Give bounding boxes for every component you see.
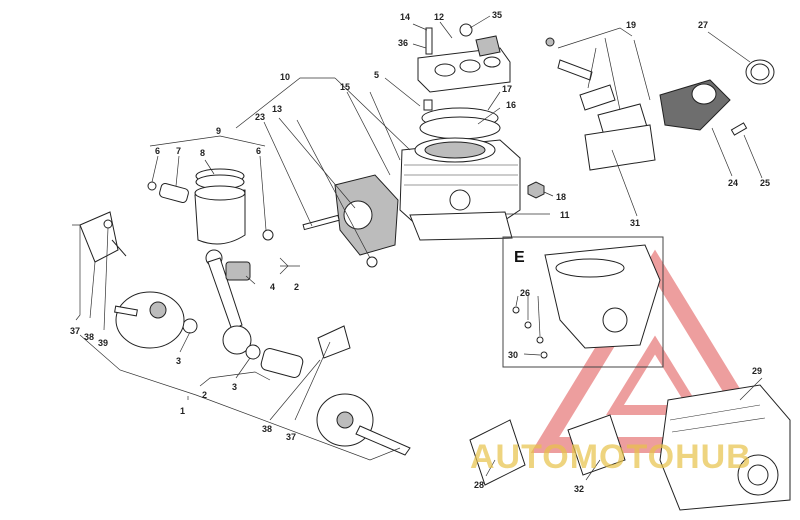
inset-letter: E xyxy=(514,249,525,266)
callout-6b: 6 xyxy=(256,146,261,156)
piston-group xyxy=(147,168,274,245)
callout-37a: 37 xyxy=(70,326,80,336)
engine-thumbnail-29 xyxy=(659,384,791,511)
callout-6a: 6 xyxy=(155,146,160,156)
connecting-rod-assembly xyxy=(182,249,304,378)
reed-block-13 xyxy=(302,174,399,268)
watermark-logo xyxy=(530,249,780,453)
callout-32: 32 xyxy=(574,484,584,494)
callout-9: 9 xyxy=(216,126,221,136)
callout-35: 35 xyxy=(492,10,502,20)
callout-14: 14 xyxy=(400,12,410,22)
inset-detail-e: E xyxy=(502,236,664,368)
nut-18 xyxy=(527,181,545,199)
callout-10: 10 xyxy=(280,72,290,82)
callout-13: 13 xyxy=(272,104,282,114)
cylinder-block xyxy=(399,137,521,241)
callout-18: 18 xyxy=(556,192,566,202)
callout-28: 28 xyxy=(474,480,484,490)
callout-15: 15 xyxy=(340,82,350,92)
head-gasket-rings xyxy=(419,99,501,140)
callout-39: 39 xyxy=(98,338,108,348)
callout-30: 30 xyxy=(508,350,518,360)
callout-17: 17 xyxy=(502,84,512,94)
callout-4: 4 xyxy=(270,282,275,292)
callout-2: 2 xyxy=(294,282,299,292)
callout-16: 16 xyxy=(506,100,516,110)
callout-26: 26 xyxy=(520,288,530,298)
callout-3b: 3 xyxy=(232,382,237,392)
callout-19: 19 xyxy=(626,20,636,30)
watermark-text: AUTOMOTOHUB xyxy=(470,438,752,476)
crankshaft-right-half xyxy=(316,325,411,456)
callout-3a: 3 xyxy=(176,356,181,366)
callout-11: 11 xyxy=(560,210,570,220)
watermark-label: AUTOMOTOHUB xyxy=(470,438,752,476)
callout-5: 5 xyxy=(374,70,379,80)
callout-25: 25 xyxy=(760,178,770,188)
callout-2b: 2 xyxy=(202,390,207,400)
callout-12: 12 xyxy=(434,12,444,22)
callout-1: 1 xyxy=(180,406,185,416)
callout-labels: 14 12 35 36 10 5 17 16 15 13 23 9 6 7 8 … xyxy=(70,10,770,494)
reed-valve-assembly xyxy=(545,37,656,171)
callout-31: 31 xyxy=(630,218,640,228)
callout-29: 29 xyxy=(752,366,762,376)
crankshaft-left-half xyxy=(79,211,185,349)
callout-23: 23 xyxy=(255,112,265,122)
leader-lines xyxy=(72,15,763,481)
callout-37b: 37 xyxy=(286,432,296,442)
callout-38a: 38 xyxy=(84,332,94,342)
callout-36: 36 xyxy=(398,38,408,48)
callout-7: 7 xyxy=(176,146,181,156)
callout-24: 24 xyxy=(728,178,738,188)
callout-38b: 38 xyxy=(262,424,272,434)
intake-manifold xyxy=(659,59,775,136)
callout-27: 27 xyxy=(698,20,708,30)
callout-8: 8 xyxy=(200,148,205,158)
bottom-boots xyxy=(469,414,626,486)
cylinder-head xyxy=(417,23,511,93)
